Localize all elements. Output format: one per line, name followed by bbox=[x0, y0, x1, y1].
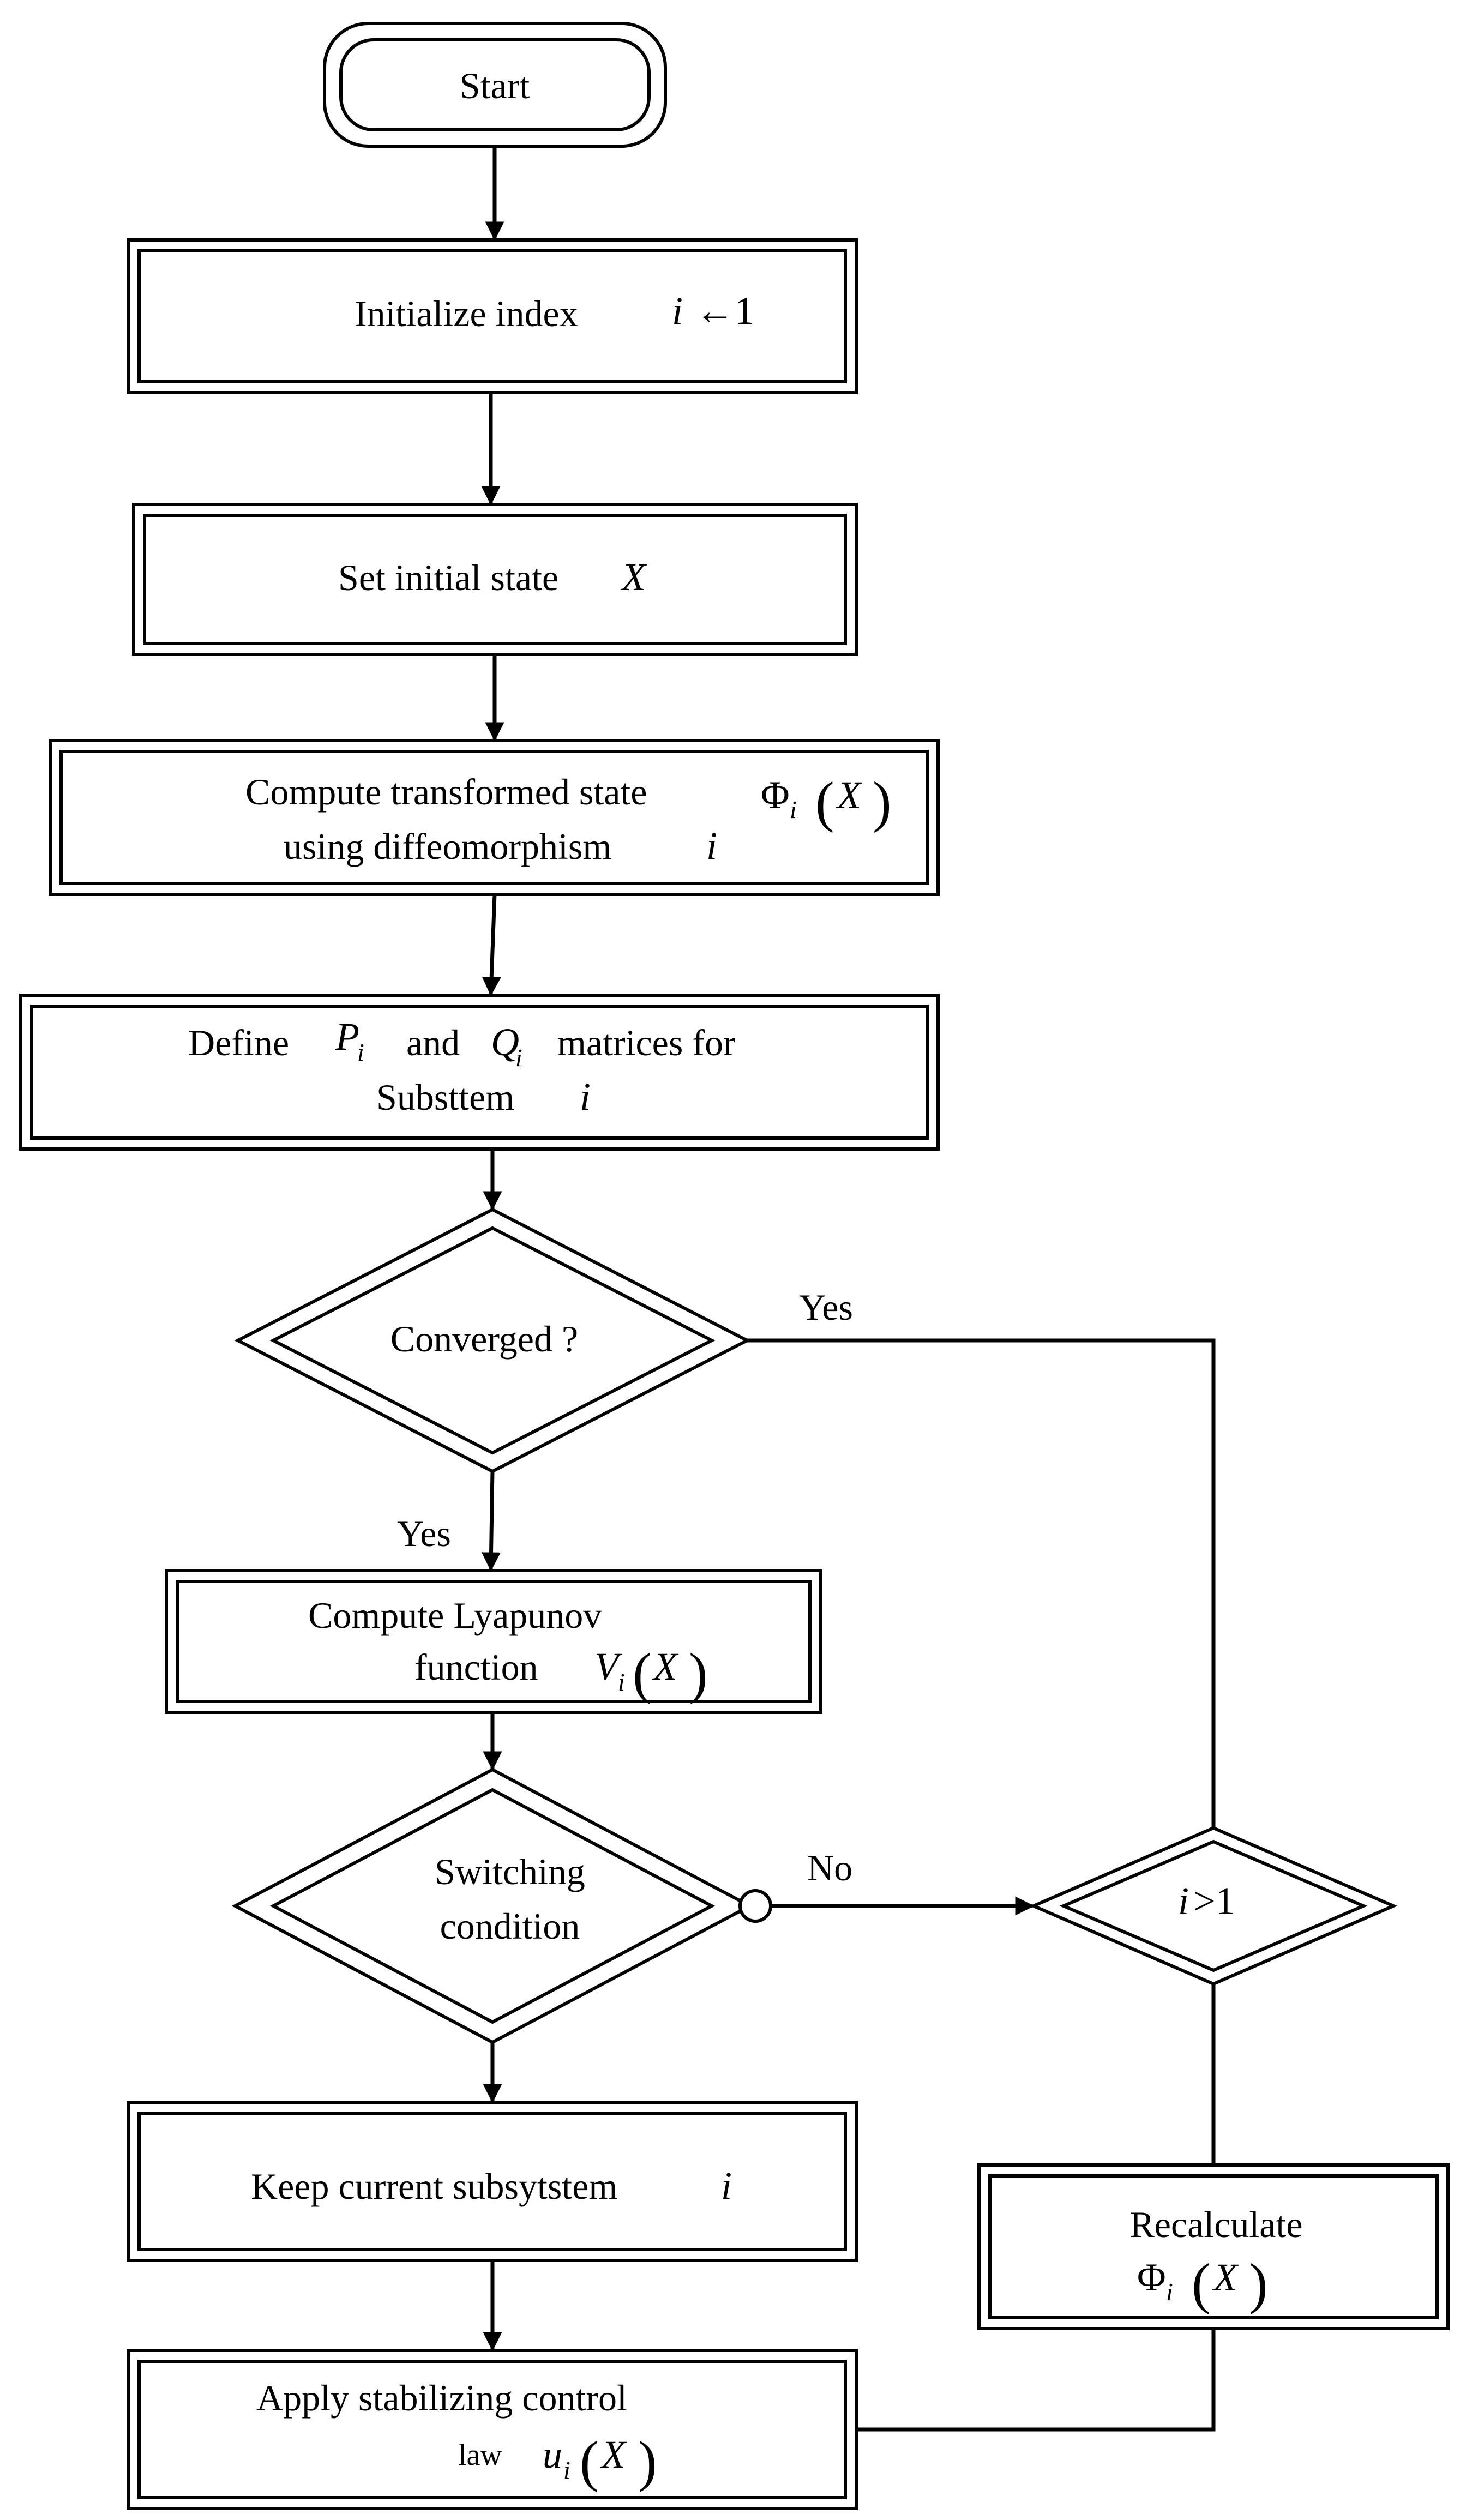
define-p-sub: i bbox=[357, 1038, 364, 1066]
define-matrices: matrices for bbox=[557, 1022, 736, 1063]
define-word: Define bbox=[188, 1022, 289, 1063]
apply-u: u bbox=[543, 2433, 562, 2476]
apply-line1: Apply stabilizing control bbox=[256, 2377, 627, 2419]
compute-lyapunov-node: Compute Lyapunov function V i ( X ) bbox=[165, 1569, 822, 1714]
transform-phi-sub: i bbox=[790, 796, 797, 823]
edge-label-converged-yes-right: Yes bbox=[799, 1286, 853, 1328]
lyapunov-arg: X bbox=[652, 1645, 679, 1688]
recalc-arg: X bbox=[1212, 2256, 1239, 2299]
initialize-op: ←1 bbox=[695, 289, 754, 333]
switching-condition-decision: Switching condition bbox=[231, 1767, 754, 2044]
lyapunov-paren-open: ( bbox=[633, 1642, 652, 1705]
transform-line2-var: i bbox=[706, 824, 717, 868]
apply-paren-close: ) bbox=[638, 2430, 657, 2493]
define-q-sub: i bbox=[515, 1044, 522, 1072]
set-state-label: Set initial state bbox=[338, 557, 558, 598]
define-q: Q bbox=[491, 1020, 519, 1064]
no-branch-circle bbox=[738, 1889, 772, 1923]
compute-transformed-state-node: Compute transformed state Φ i ( X ) usin… bbox=[49, 739, 940, 896]
i-gt-1-op: >1 bbox=[1193, 1879, 1235, 1923]
apply-paren-open: ( bbox=[580, 2430, 599, 2493]
line-recalc-to-apply bbox=[856, 2329, 1216, 2432]
transform-paren-close: ) bbox=[873, 771, 892, 833]
converged-decision: Converged ? bbox=[234, 1207, 751, 1473]
keep-var: i bbox=[721, 2164, 732, 2208]
transform-phi: Φ bbox=[761, 773, 790, 817]
define-and: and bbox=[406, 1022, 460, 1063]
i-greater-than-one-decision: i >1 bbox=[1029, 1826, 1398, 1986]
recalc-paren-open: ( bbox=[1192, 2252, 1211, 2315]
keep-current-subsystem-node: Keep current subsytstem i bbox=[127, 2101, 858, 2262]
recalc-line1: Recalculate bbox=[1129, 2204, 1302, 2245]
recalc-paren-close: ) bbox=[1249, 2252, 1268, 2315]
transform-arg: X bbox=[836, 773, 863, 817]
define-p: P bbox=[335, 1015, 359, 1058]
converged-label: Converged ? bbox=[390, 1318, 578, 1360]
switching-line2: condition bbox=[440, 1905, 580, 1947]
transform-line2: using diffeomorphism bbox=[284, 826, 611, 867]
define-line2-var: i bbox=[580, 1075, 591, 1118]
define-line2: Substtem bbox=[376, 1076, 514, 1118]
initialize-var: i bbox=[672, 289, 683, 333]
arrow-transform-to-define bbox=[482, 894, 501, 996]
apply-control-law-node: Apply stabilizing control law u i ( X ) bbox=[127, 2349, 858, 2510]
i-gt-1-var: i bbox=[1178, 1879, 1189, 1923]
edge-label-converged-yes-down: Yes bbox=[397, 1513, 451, 1554]
lyapunov-line1: Compute Lyapunov bbox=[308, 1595, 602, 1636]
apply-line2: law bbox=[458, 2438, 502, 2472]
transform-line1: Compute transformed state bbox=[245, 771, 647, 813]
connectors bbox=[481, 146, 1216, 2432]
lyapunov-v-sub: i bbox=[618, 1668, 625, 1696]
lyapunov-v: V bbox=[594, 1645, 622, 1688]
transform-paren-open: ( bbox=[815, 771, 834, 833]
define-matrices-node: Define P i and Q i matrices for Substtem… bbox=[19, 994, 940, 1151]
set-state-var: X bbox=[620, 555, 647, 599]
lyapunov-paren-close: ) bbox=[689, 1642, 708, 1705]
set-initial-state-node: Set initial state X bbox=[132, 503, 858, 656]
line-converged-yes-to-i-gt-1 bbox=[747, 1338, 1216, 1828]
arrow-converged-to-lyapunov bbox=[482, 1471, 501, 1572]
recalc-phi: Φ bbox=[1137, 2256, 1166, 2299]
lyapunov-line2: function bbox=[414, 1646, 538, 1688]
apply-arg: X bbox=[600, 2433, 627, 2476]
start-node: Start bbox=[323, 22, 667, 148]
apply-u-sub: i bbox=[563, 2456, 570, 2484]
recalc-phi-sub: i bbox=[1166, 2278, 1173, 2306]
edge-label-switching-no: No bbox=[807, 1847, 852, 1889]
initialize-label: Initialize index bbox=[355, 293, 578, 334]
recalculate-node: Recalculate Φ i ( X ) bbox=[977, 2163, 1450, 2330]
switching-line1: Switching bbox=[435, 1851, 585, 1892]
keep-label: Keep current subsytstem bbox=[251, 2166, 617, 2207]
start-label: Start bbox=[460, 65, 530, 106]
initialize-index-node: Initialize index i ←1 bbox=[127, 238, 858, 394]
